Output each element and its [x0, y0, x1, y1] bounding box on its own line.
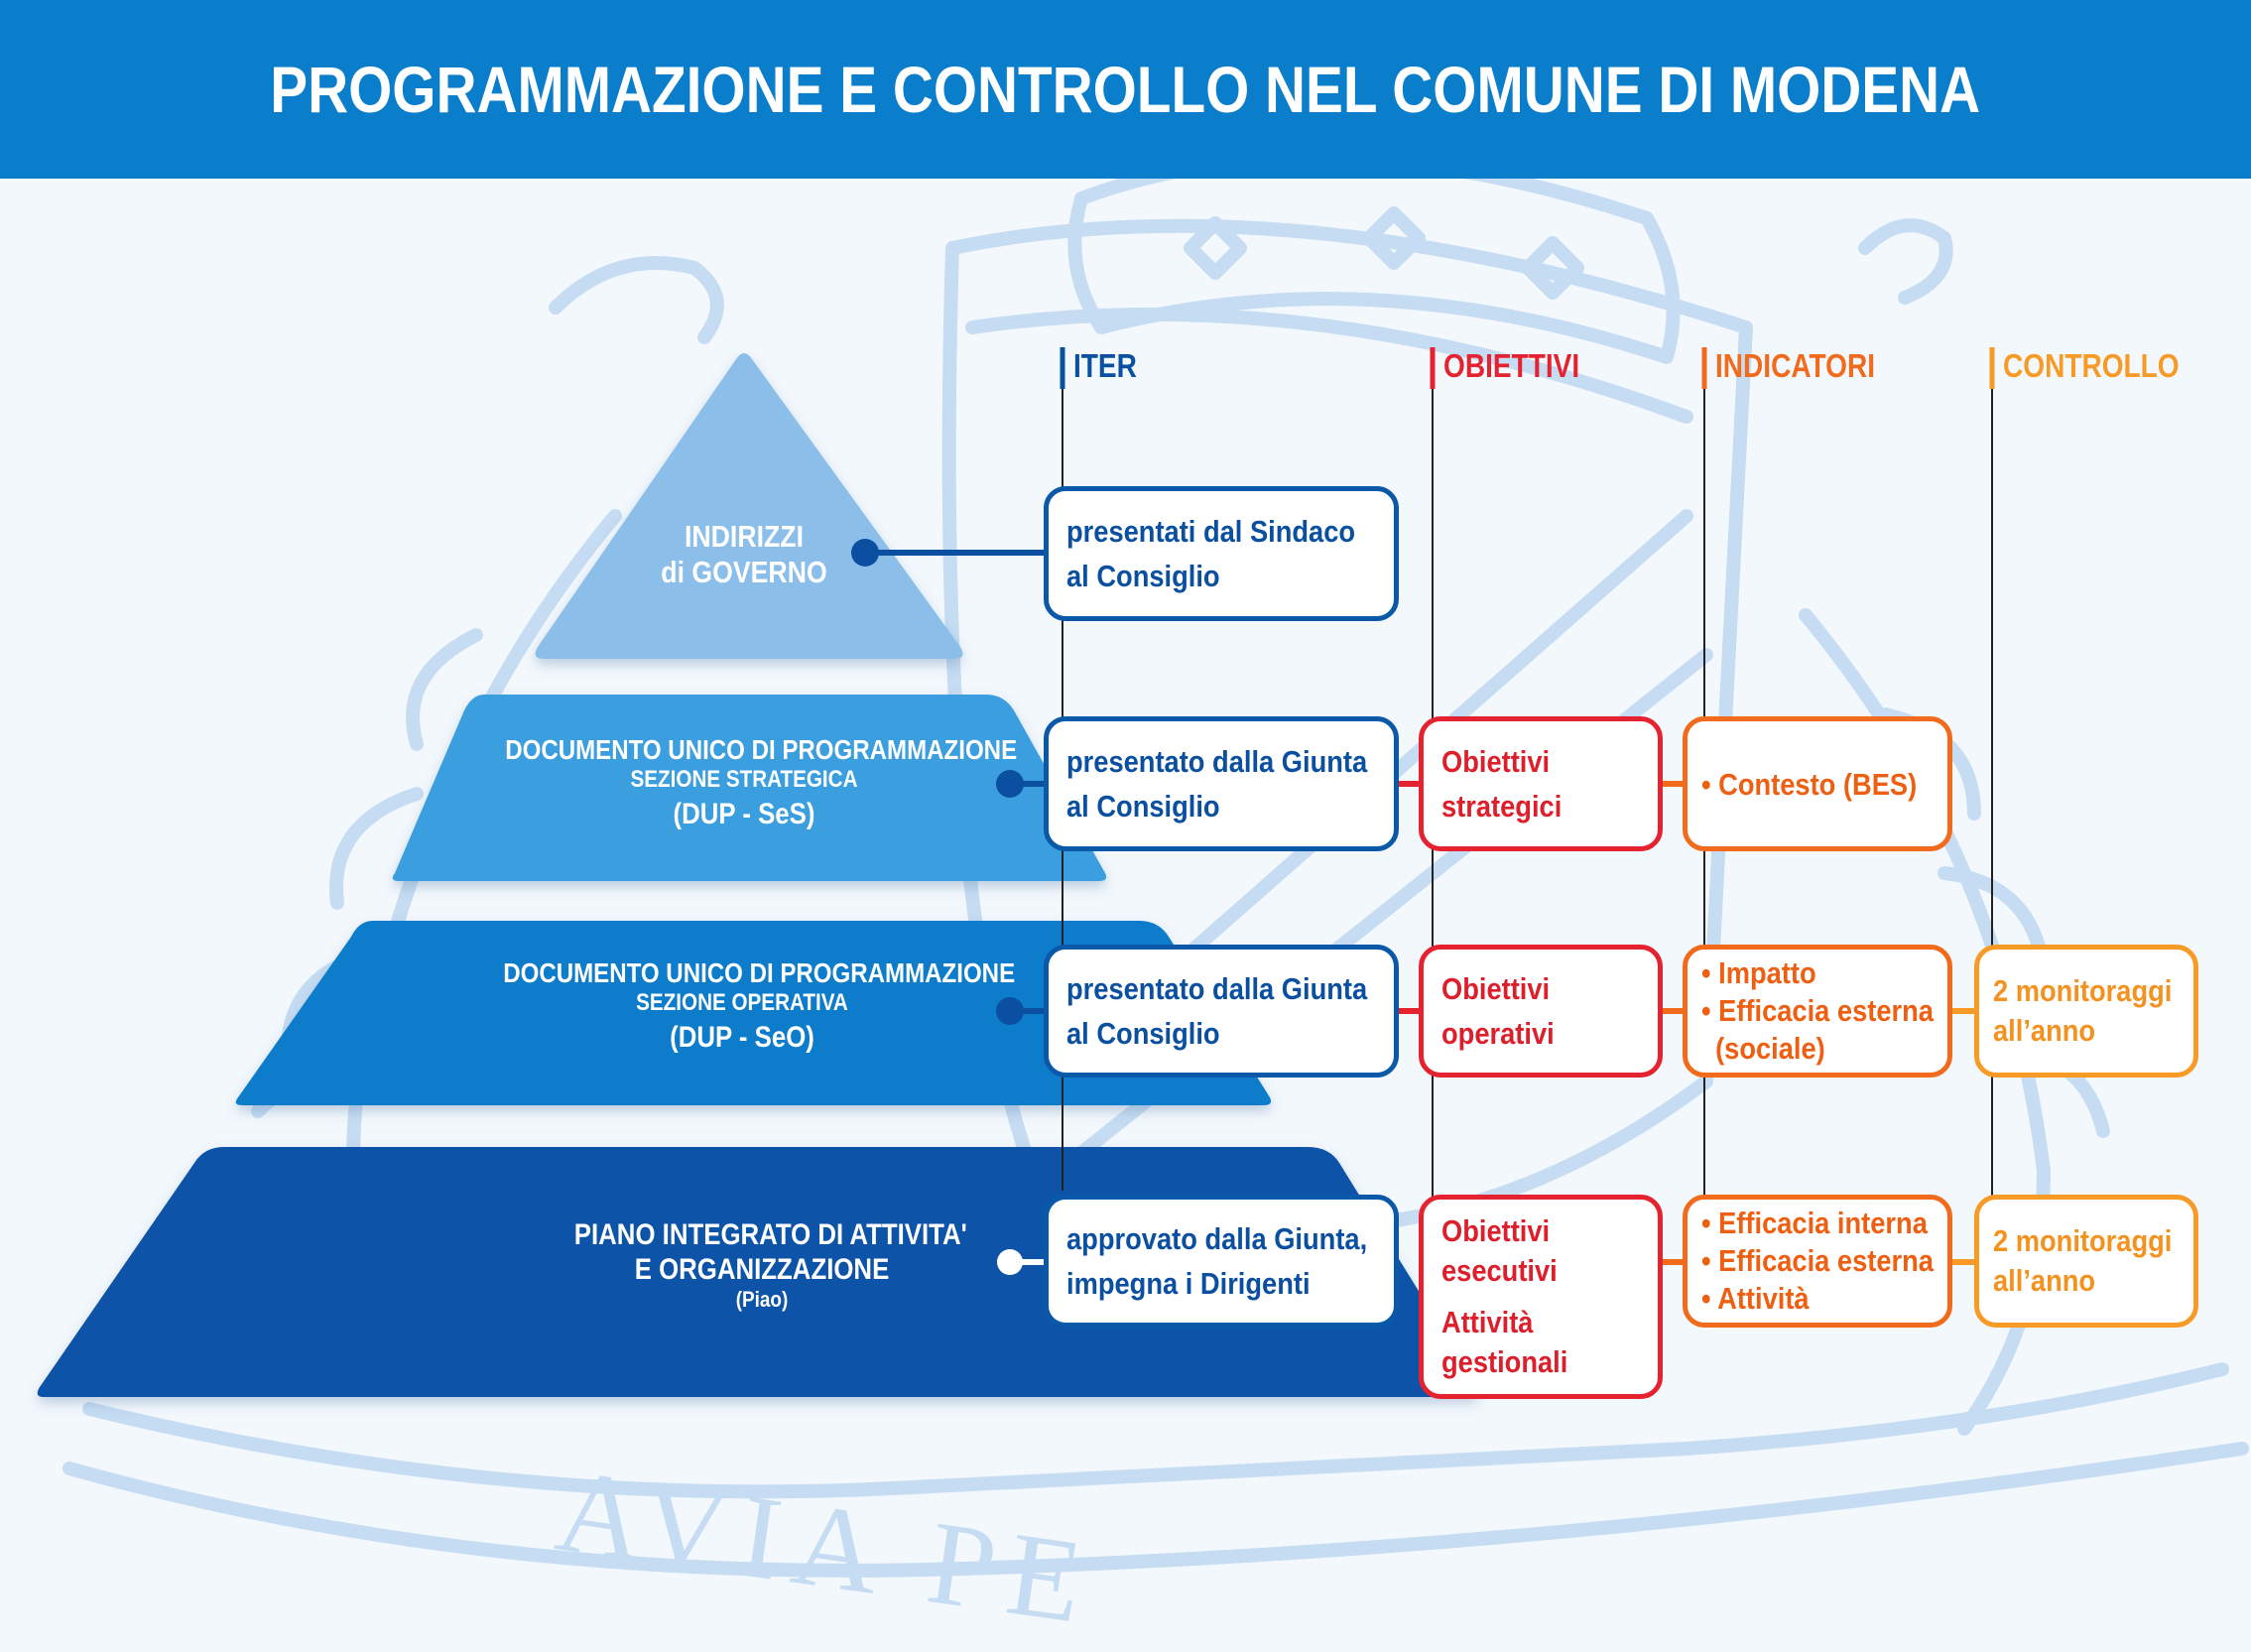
box-line: Obiettivi [1441, 744, 1551, 779]
box-line: presentati dal Sindaco [1066, 514, 1356, 549]
layer-label-line: INDIRIZZI [685, 519, 804, 554]
layer-label-line: (DUP - SeS) [673, 797, 815, 830]
box-line: • Contesto (BES) [1701, 766, 1918, 802]
page-title: PROGRAMMAZIONE E CONTROLLO NEL COMUNE DI… [270, 53, 1981, 126]
layer-label-line: SEZIONE OPERATIVA [636, 989, 848, 1017]
layer-label-dup-ses: DOCUMENTO UNICO DI PROGRAMMAZIONE SEZION… [466, 734, 1022, 831]
layer-label-line: E ORGANIZZAZIONE [634, 1252, 890, 1286]
layer-label-line: (Piao) [735, 1287, 789, 1312]
iter-box-indirizzi: presentati dal Sindaco al Consiglio [1044, 486, 1399, 621]
box-line: • Efficacia esterna [1701, 1243, 1934, 1278]
box-line: 2 monitoraggi [1993, 973, 2173, 1008]
pyramid-layer-2 [392, 695, 1107, 881]
indicatori-box-efficacia: • Efficacia interna • Efficacia esterna … [1683, 1195, 1952, 1328]
box-line: all’anno [1993, 1013, 2096, 1048]
layer-label-dup-seo: DOCUMENTO UNICO DI PROGRAMMAZIONE SEZION… [464, 957, 1020, 1055]
pyramid-layer-3 [235, 921, 1272, 1105]
layer-label-piao: PIANO INTEGRATO DI ATTIVITA' E ORGANIZZA… [544, 1218, 980, 1312]
layer-label-line: PIANO INTEGRATO DI ATTIVITA' [573, 1218, 967, 1251]
box-line: • Efficacia interna [1701, 1206, 1928, 1240]
column-heading-obiettivi: OBIETTIVI [1443, 347, 1580, 384]
box-line: Obiettivi [1441, 1213, 1551, 1248]
box-line: (sociale) [1715, 1031, 1825, 1066]
box-line: esecutivi [1441, 1253, 1558, 1288]
box-line: presentato dalla Giunta [1066, 744, 1368, 779]
iter-box-dup-seo: presentato dalla Giunta al Consiglio [1044, 945, 1399, 1078]
indicatori-box-impatto: • Impatto • Efficacia esterna (sociale) [1683, 945, 1952, 1078]
box-line: gestionali [1441, 1344, 1568, 1379]
box-line: • Impatto [1701, 955, 1816, 990]
box-line: strategici [1441, 789, 1563, 824]
box-line: • Efficacia esterna [1701, 993, 1934, 1028]
box-line: approvato dalla Giunta, [1066, 1221, 1368, 1256]
layer-label-line: SEZIONE STRATEGICA [630, 766, 858, 794]
box-line: Obiettivi [1441, 971, 1551, 1006]
box-line: presentato dalla Giunta [1066, 971, 1368, 1006]
layer-label-line: DOCUMENTO UNICO DI PROGRAMMAZIONE [503, 957, 1016, 988]
layer-label-line: DOCUMENTO UNICO DI PROGRAMMAZIONE [505, 734, 1018, 765]
box-line: Attività [1441, 1305, 1534, 1339]
box-line: al Consiglio [1066, 789, 1220, 824]
box-line: impegna i Dirigenti [1066, 1266, 1311, 1301]
obiettivi-box-operativi: Obiettivi operativi [1419, 945, 1663, 1078]
layer-label-line: (DUP - SeO) [670, 1020, 814, 1054]
controllo-box-dup-seo: 2 monitoraggi all’anno [1974, 945, 2198, 1078]
column-heading-controllo: CONTROLLO [2003, 347, 2180, 384]
column-heading-indicatori: INDICATORI [1715, 347, 1876, 384]
iter-box-piao: approvato dalla Giunta, impegna i Dirige… [1044, 1195, 1399, 1328]
controllo-box-piao: 2 monitoraggi all’anno [1974, 1195, 2198, 1328]
obiettivi-box-esecutivi: Obiettivi esecutivi Attività gestionali [1419, 1195, 1663, 1399]
title-bar: PROGRAMMAZIONE E CONTROLLO NEL COMUNE DI… [0, 0, 2251, 179]
indicatori-box-contesto: • Contesto (BES) [1683, 716, 1952, 851]
obiettivi-box-strategici: Obiettivi strategici [1419, 716, 1663, 851]
layer-label-indirizzi: INDIRIZZI di GOVERNO [615, 519, 873, 589]
layer-label-line: di GOVERNO [661, 554, 827, 589]
box-line: 2 monitoraggi [1993, 1223, 2173, 1258]
pyramid-layer-1 [535, 353, 963, 659]
box-line: al Consiglio [1066, 1016, 1220, 1051]
box-line: al Consiglio [1066, 559, 1220, 593]
iter-box-dup-ses: presentato dalla Giunta al Consiglio [1044, 716, 1399, 851]
box-line: operativi [1441, 1016, 1555, 1051]
box-line: all’anno [1993, 1263, 2096, 1298]
box-line: • Attività [1701, 1281, 1810, 1316]
column-heading-iter: ITER [1073, 347, 1137, 384]
